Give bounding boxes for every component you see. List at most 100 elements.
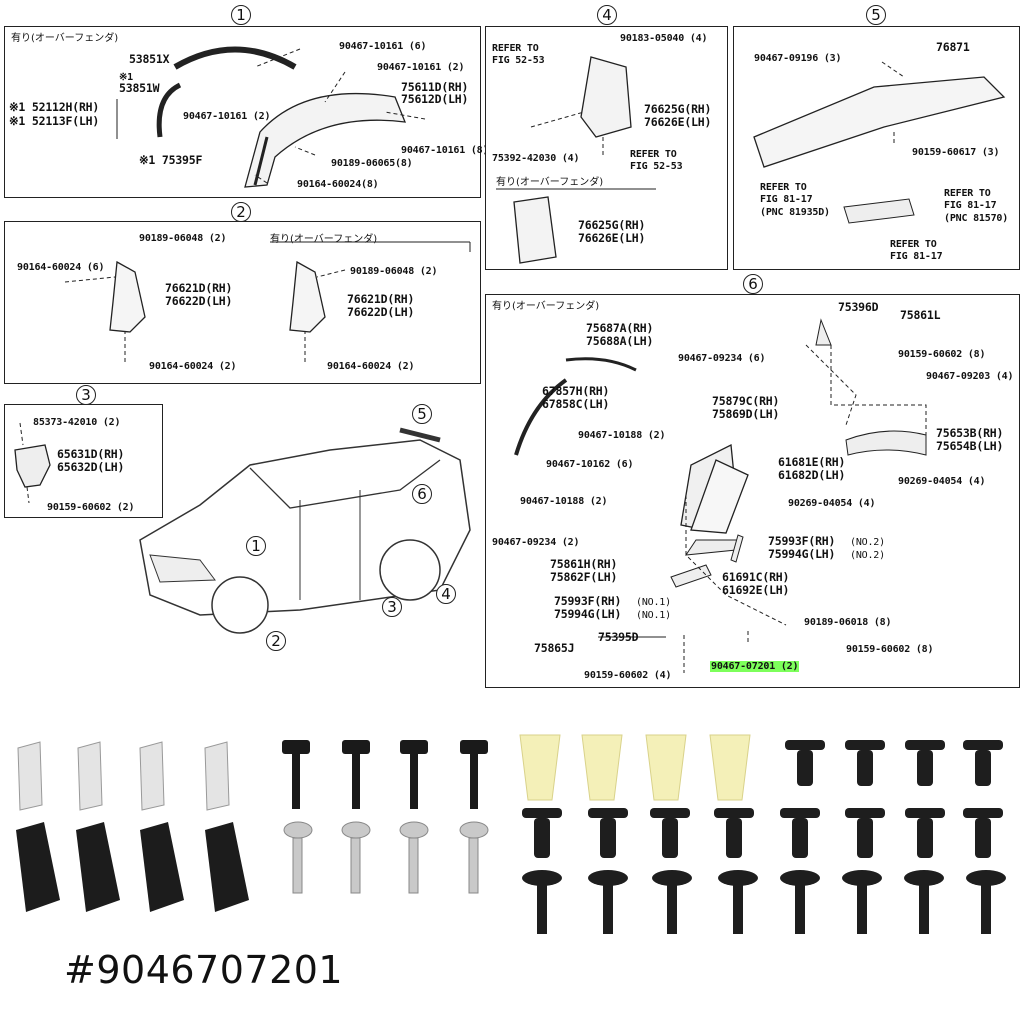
label-65631d: 65631D(RH) xyxy=(57,447,125,461)
label-53851w: 53851W xyxy=(119,81,160,95)
panel-spoiler: 90467-09196 (3) 76871 90159-60617 (3) RE… xyxy=(733,26,1020,270)
label-52112h: ※1 52112H(RH) xyxy=(9,100,100,114)
label-90269-04054-b: 90269-04054 (4) xyxy=(788,498,876,509)
label-note1: ※1 xyxy=(119,72,133,83)
label-75654b: 75654B(LH) xyxy=(936,439,1004,453)
label-75687a: 75687A(RH) xyxy=(586,321,654,335)
label-90467-10162: 90467-10162 (6) xyxy=(546,459,634,470)
label-90467-09234-6: 90467-09234 (6) xyxy=(678,353,766,364)
bracket-drawing xyxy=(14,422,51,504)
section-number-3: 3 xyxy=(76,385,96,405)
label-76625g-b: 76625G(RH) xyxy=(578,218,646,232)
metal-clip-row xyxy=(17,741,230,811)
label-75865j: 75865J xyxy=(534,641,575,655)
section-number-6: 6 xyxy=(743,274,763,294)
label-no1-b: (NO.1) xyxy=(636,610,671,621)
label-75653b: 75653B(RH) xyxy=(936,426,1004,440)
label-61682d: 61682D(LH) xyxy=(778,468,846,482)
jp-note: 有り(オーバーフェンダ) xyxy=(270,234,378,245)
label-75612d: 75612D(LH) xyxy=(401,92,469,106)
label-fig-52-53-a: FIG 52-53 xyxy=(492,55,545,66)
spoiler-drawing xyxy=(753,61,1006,224)
label-75395f: ※1 75395F xyxy=(139,153,203,167)
label-90159-60617: 90159-60617 (3) xyxy=(912,147,1000,158)
label-90467-09234-2: 90467-09234 (2) xyxy=(492,537,580,548)
label-fig-81-17-f: FIG 81-17 xyxy=(890,251,943,262)
jp-note: 有り(オーバーフェンダ) xyxy=(496,177,604,188)
label-75879c: 75879C(RH) xyxy=(712,394,780,408)
label-75993f-no1: 75993F(RH) xyxy=(554,594,622,608)
label-no2-b: (NO.2) xyxy=(850,550,885,561)
car-callout-3: 3 xyxy=(382,597,402,617)
label-75862f: 75862F(LH) xyxy=(550,570,618,584)
label-52113f: ※1 52113F(LH) xyxy=(9,114,100,128)
label-76871: 76871 xyxy=(936,40,970,54)
label-76622d-b: 76622D(LH) xyxy=(347,305,415,319)
mudguard-drawing xyxy=(64,241,471,362)
section-number-4: 4 xyxy=(597,5,617,25)
label-90183-05040: 90183-05040 (4) xyxy=(620,33,708,44)
label-pnc-81935d: (PNC 81935D) xyxy=(760,207,830,218)
label-90189-06018: 90189-06018 (8) xyxy=(804,617,892,628)
label-75395d: 75395D xyxy=(598,630,639,644)
section-number-1: 1 xyxy=(231,5,251,25)
label-90189-06065: 90189-06065(8) xyxy=(331,158,413,169)
black-nut-clip-row xyxy=(16,822,249,912)
label-90467-09196: 90467-09196 (3) xyxy=(754,53,842,64)
label-90467-10161-8: 90467-10161 (8) xyxy=(401,145,489,156)
jp-note: 有り(オーバーフェンダ) xyxy=(492,301,600,312)
section-number-2: 2 xyxy=(231,202,251,222)
label-90189-06048-a: 90189-06048 (2) xyxy=(139,233,227,244)
black-bolt-row xyxy=(282,740,488,809)
part-number-caption: #9046707201 xyxy=(64,948,344,992)
label-76622d-a: 76622D(LH) xyxy=(165,294,233,308)
label-61681e: 61681E(RH) xyxy=(778,455,846,469)
label-90164-60024-6: 90164-60024 (6) xyxy=(17,262,105,273)
label-refer-to-a: REFER TO xyxy=(492,43,539,54)
label-76621d-b: 76621D(RH) xyxy=(347,292,415,306)
label-75396d: 75396D xyxy=(838,300,879,314)
yellow-grommet-row xyxy=(519,734,751,801)
label-75994g-no2: 75994G(LH) xyxy=(768,547,836,561)
label-90159-60602-4: 90159-60602 (4) xyxy=(584,670,672,681)
panel-mudflap-front: REFER TO FIG 52-53 90183-05040 (4) 76625… xyxy=(485,26,728,270)
label-90159-60602-8b: 90159-60602 (8) xyxy=(846,644,934,655)
label-90467-07201-highlighted: 90467-07201 (2) xyxy=(710,661,800,672)
label-90164-60024-2b: 90164-60024 (2) xyxy=(327,361,415,372)
label-fig-81-17-d: FIG 81-17 xyxy=(760,194,813,205)
wheel-liner-drawing xyxy=(514,318,927,673)
car-callout-6: 6 xyxy=(412,484,432,504)
black-push-rivet-rows xyxy=(522,740,1003,858)
label-75392-42030: 75392-42030 (4) xyxy=(492,153,580,164)
label-refer-to-e: REFER TO xyxy=(630,149,677,160)
label-53851x: 53851X xyxy=(129,52,170,66)
label-75688a: 75688A(LH) xyxy=(586,334,654,348)
label-refer-to-f: REFER TO xyxy=(890,239,937,250)
label-75611d: 75611D(RH) xyxy=(401,80,469,94)
label-refer-to-e: REFER TO xyxy=(944,188,991,199)
label-90164-60024-2a: 90164-60024 (2) xyxy=(149,361,237,372)
section-number-5: 5 xyxy=(866,5,886,25)
panel-fender-flare: 有り(オーバーフェンダ) 53851X ※1 53851W 90467-1016… xyxy=(4,26,489,198)
silver-screw-row xyxy=(283,821,489,894)
label-fig-81-17-e: FIG 81-17 xyxy=(944,200,997,211)
label-85373-42010: 85373-42010 (2) xyxy=(33,417,121,428)
label-pnc-81570: (PNC 81570) xyxy=(944,213,1009,224)
label-75861l: 75861L xyxy=(900,308,941,322)
label-76621d-a: 76621D(RH) xyxy=(165,281,233,295)
car-callout-4: 4 xyxy=(436,584,456,604)
label-67858c: 67858C(LH) xyxy=(542,397,610,411)
label-90467-10161-2a: 90467-10161 (2) xyxy=(377,62,465,73)
label-75994g-no1: 75994G(LH) xyxy=(554,607,622,621)
panel-mudguard-rear: 有り(オーバーフェンダ) 90189-06048 (2) 90164-60024… xyxy=(4,221,481,384)
car-callout-5: 5 xyxy=(412,404,432,424)
label-fig-52-53-e: FIG 52-53 xyxy=(630,161,683,172)
label-refer-to-d: REFER TO xyxy=(760,182,807,193)
jp-note: 有り(オーバーフェンダ) xyxy=(11,33,119,44)
mudflap-drawing xyxy=(496,56,656,264)
label-75993f-no2: 75993F(RH) xyxy=(768,534,836,548)
fender-flare-drawing xyxy=(116,46,426,188)
label-90467-09203: 90467-09203 (4) xyxy=(926,371,1014,382)
label-76626e-a: 76626E(LH) xyxy=(644,115,712,129)
label-90159-60602-8a: 90159-60602 (8) xyxy=(898,349,986,360)
